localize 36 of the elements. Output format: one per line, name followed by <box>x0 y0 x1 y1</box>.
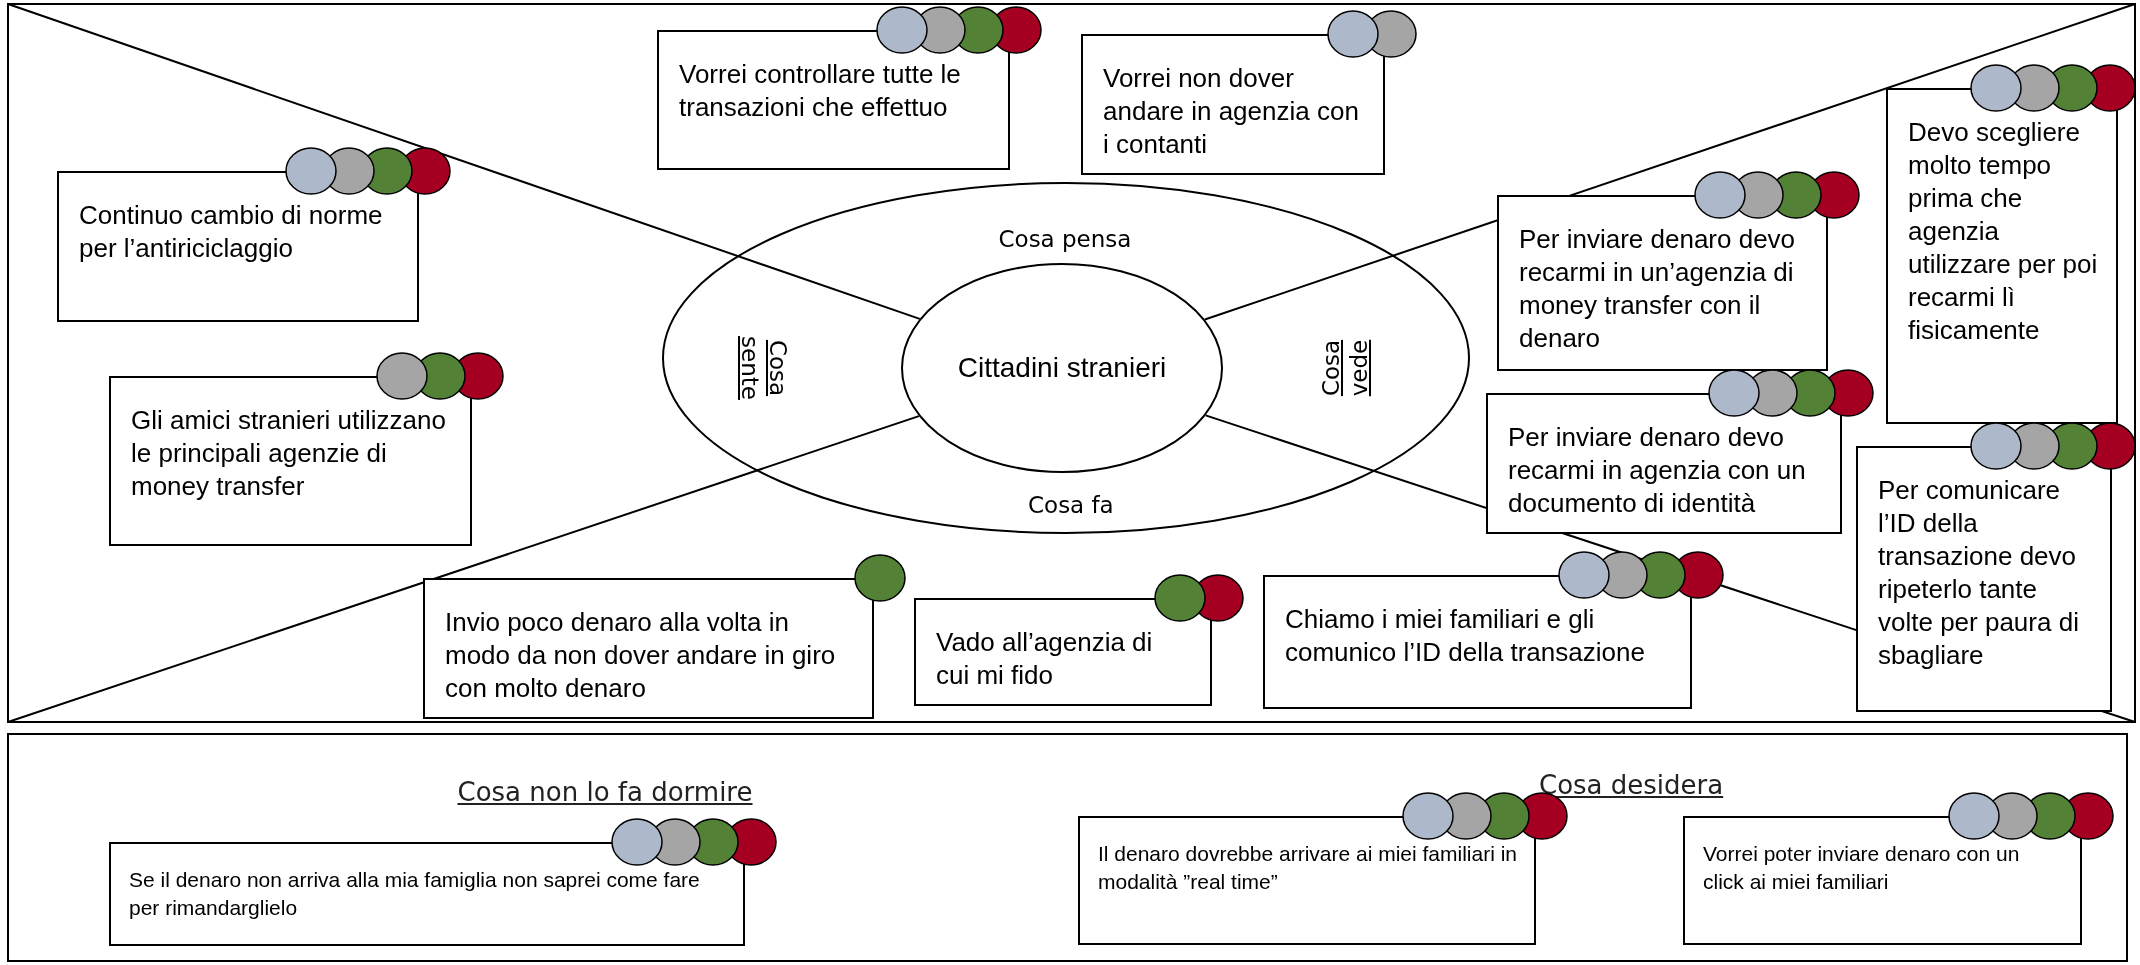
note-text: Cittadini stranieri <box>957 351 1167 385</box>
center-ellipse <box>901 263 1223 473</box>
sticky-note <box>1886 88 2118 424</box>
sticky-note <box>1078 816 1536 945</box>
sticky-note <box>1081 34 1385 175</box>
quadrant-label: Cosa vede <box>1317 338 1373 399</box>
note-text: Per inviare denaro devo recarmi in un’agenzia di money transfer con il denaro <box>1519 224 1796 353</box>
note-text: Se il denaro non arriva alla mia famiglia non saprei come fare per rimandarglielo <box>129 868 700 919</box>
note-text: Vado all’agenzia di cui mi fido <box>936 627 1153 690</box>
note-text: Continuo cambio di norme per l’antiriciclaggio <box>79 200 383 263</box>
section-heading: Cosa desidera <box>1539 770 1724 800</box>
section-heading: Cosa non lo fa dormire <box>457 777 753 807</box>
sticky-note <box>1486 393 1842 534</box>
sticky-note <box>657 30 1010 170</box>
sticky-note <box>57 171 419 322</box>
note-text: Devo scegliere molto tempo prima che agenzia utilizzare per poi recarmi lì fisicamente <box>1908 117 2098 345</box>
note-text: Gli amici stranieri utilizzano le principali agenzie di money transfer <box>131 405 446 501</box>
sticky-note <box>1263 575 1692 709</box>
note-text: Per comunicare l’ID della transazione devo ripeterlo tante volte per paura di sbagliare <box>1878 475 2079 670</box>
note-text: Chiamo i miei familiari e gli comunico l’ID della transazione <box>1285 604 1645 667</box>
sticky-note <box>1497 195 1828 371</box>
note-text: Vorrei non dover andare in agenzia con i contanti <box>1103 63 1359 159</box>
sticky-note <box>109 376 472 546</box>
note-text: Vorrei poter inviare denaro con un click ai miei familiari <box>1703 842 2020 893</box>
note-text: Vorrei controllare tutte le transazioni che effettuo <box>679 59 961 122</box>
sticky-note <box>914 598 1212 706</box>
quadrant-label: Cosa sente <box>736 335 792 402</box>
quadrant-label: Cosa pensa <box>998 225 1132 253</box>
note-text: Invio poco denaro alla volta in modo da non dover andare in giro con molto denaro <box>445 607 836 703</box>
sticky-note <box>423 578 874 719</box>
sticky-note <box>109 842 745 946</box>
sticky-note <box>1683 816 2082 945</box>
note-text: Per inviare denaro devo recarmi in agenzia con un documento di identità <box>1508 422 1806 518</box>
note-text: Il denaro dovrebbe arrivare ai miei familiari in modalità ”real time” <box>1098 842 1517 893</box>
quadrant-label: Cosa fa <box>1028 491 1114 519</box>
sticky-note <box>1856 446 2112 712</box>
